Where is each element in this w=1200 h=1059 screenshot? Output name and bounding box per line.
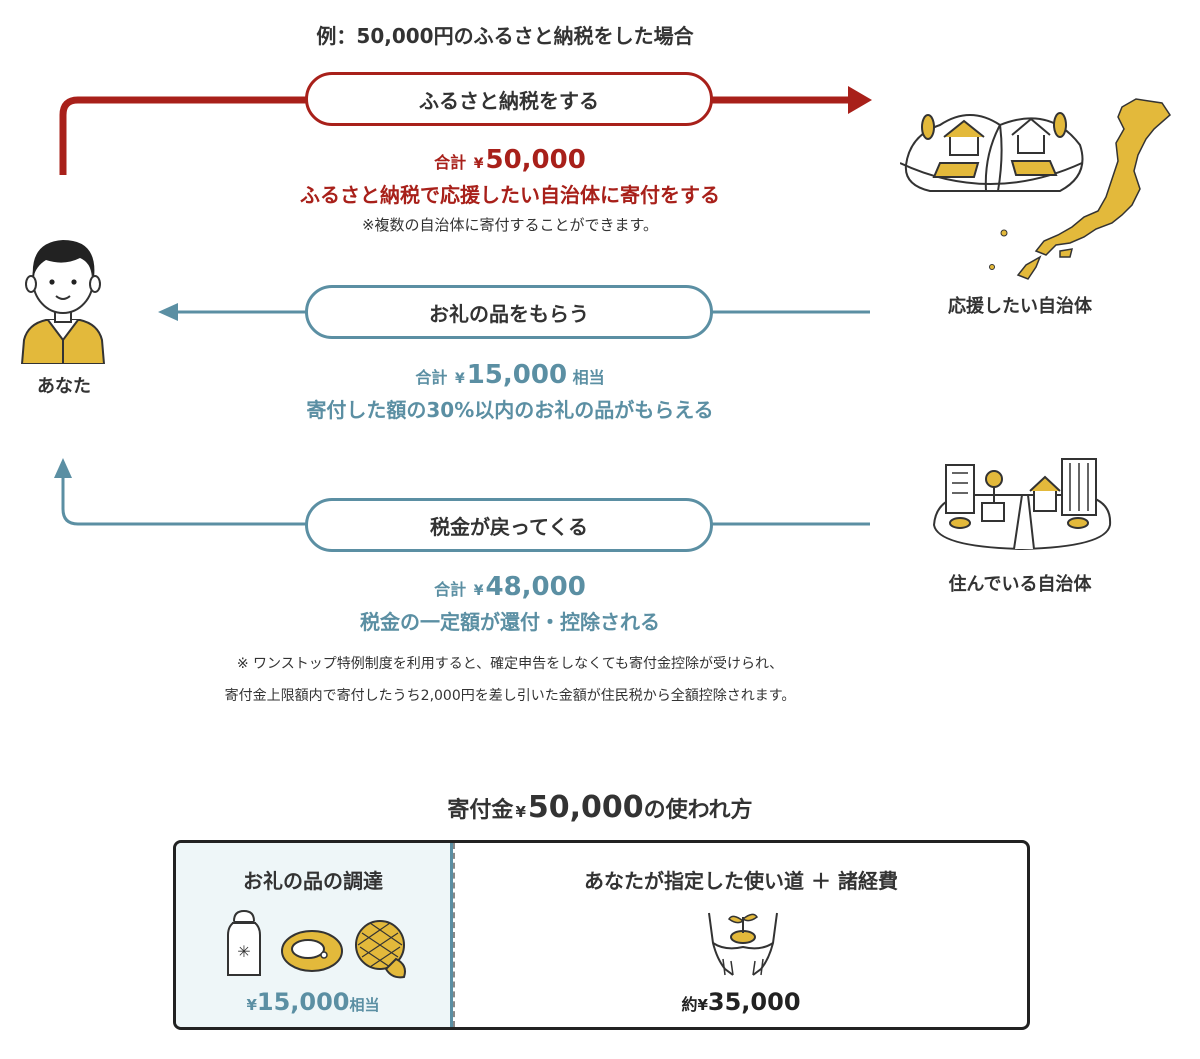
step-gift-amount: 合計 ¥15,000 相当 bbox=[200, 360, 820, 390]
step-donate-text: 合計 ¥50,000 ふるさと納税で応援したい自治体に寄付をする ※複数の自治体… bbox=[200, 145, 820, 235]
one-stop-note-line-1: ※ ワンストップ特例制度を利用すると、確定申告をしなくても寄付金控除が受けられ、 bbox=[236, 656, 784, 672]
home-municipality-label: 住んでいる自治体 bbox=[948, 574, 1092, 595]
one-stop-note: ※ ワンストップ特例制度を利用すると、確定申告をしなくても寄付金控除が受けられ、… bbox=[100, 648, 920, 712]
designated-use-value: 35,000 bbox=[707, 988, 801, 1016]
step-donate-amount: 合計 ¥50,000 bbox=[200, 145, 820, 175]
page-title: 例：50,000円のふるさと納税をした場合 bbox=[316, 24, 694, 48]
amount-value: 15,000 bbox=[466, 360, 568, 390]
step-tax-pill: 税金が戻ってくる bbox=[305, 498, 713, 552]
hands-sprout-icon bbox=[708, 912, 778, 976]
yen-sign: ¥ bbox=[515, 803, 526, 821]
amount-suffix: 相当 bbox=[572, 368, 605, 387]
gift-procurement-value: 15,000 bbox=[256, 988, 350, 1016]
total-label: 合計 bbox=[415, 368, 448, 387]
support-municipality-label: 応援したい自治体 bbox=[948, 296, 1092, 317]
gift-procurement-part: お礼の品の調達 ✳ ¥15,000相当 bbox=[176, 843, 453, 1027]
you-label: あなた bbox=[37, 376, 91, 397]
gift-procurement-amount: ¥15,000相当 bbox=[176, 988, 450, 1016]
step-gift-text: 合計 ¥15,000 相当 寄付した額の30%以内のお礼の品がもらえる bbox=[200, 360, 820, 423]
step-tax-desc: 税金の一定額が還付・控除される bbox=[360, 610, 660, 634]
amount-value: 50,000 bbox=[485, 145, 586, 175]
person-icon bbox=[20, 240, 106, 364]
total-label: 合計 bbox=[434, 580, 467, 599]
usage-title: 寄付金¥50,000の使われ方 bbox=[0, 790, 1200, 825]
usage-title-suffix: の使われ方 bbox=[643, 798, 753, 823]
gift-procurement-head: お礼の品の調達 bbox=[243, 869, 383, 893]
designated-use-part: あなたが指定した使い道 ＋ 諸経費 約¥35,000 bbox=[453, 843, 1027, 1027]
tax-arrow-line bbox=[61, 478, 870, 526]
step-gift-pill: お礼の品をもらう bbox=[305, 285, 713, 339]
usage-amount: 50,000 bbox=[527, 790, 644, 825]
gift-arrowhead bbox=[158, 303, 178, 321]
meat-icon bbox=[281, 930, 343, 972]
home-municipality-illustration bbox=[932, 458, 1112, 551]
usage-title-prefix: 寄付金 bbox=[447, 798, 514, 823]
step-tax-amount: 合計 ¥48,000 bbox=[200, 572, 820, 602]
yen-sign: ¥ bbox=[454, 371, 465, 387]
one-stop-note-line-2: 寄付金上限額内で寄付したうち2,000円を差し引いた金額が住民税から全額控除され… bbox=[224, 688, 796, 704]
yen-sign: ¥ bbox=[697, 996, 708, 1014]
step-donate-desc: ふるさと納税で応援したい自治体に寄付をする bbox=[300, 183, 720, 207]
approx-label: 約 bbox=[681, 995, 698, 1014]
donate-arrow-line bbox=[59, 96, 850, 175]
tax-arrowhead bbox=[54, 458, 72, 478]
yen-sign: ¥ bbox=[246, 996, 257, 1014]
total-label: 合計 bbox=[434, 153, 467, 172]
donate-arrowhead bbox=[848, 86, 872, 114]
step-donate-note: ※複数の自治体に寄付することができます。 bbox=[361, 216, 659, 234]
melon-icon bbox=[355, 920, 406, 979]
usage-breakdown-box: お礼の品の調達 ✳ ¥15,000相当 あなたが指定した使い道 ＋ bbox=[173, 840, 1030, 1030]
step-gift-desc: 寄付した額の30%以内のお礼の品がもらえる bbox=[306, 398, 714, 422]
designated-use-amount: 約¥35,000 bbox=[455, 988, 1027, 1016]
support-municipality-illustration bbox=[900, 98, 1171, 280]
amount-suffix: 相当 bbox=[349, 996, 380, 1014]
amount-value: 48,000 bbox=[485, 572, 586, 602]
svg-text:✳: ✳ bbox=[237, 942, 250, 961]
step-donate-pill: ふるさと納税をする bbox=[305, 72, 713, 126]
step-tax-text: 合計 ¥48,000 税金の一定額が還付・控除される bbox=[200, 572, 820, 635]
gift-items-icons: ✳ bbox=[227, 909, 406, 979]
yen-sign: ¥ bbox=[473, 583, 484, 599]
designated-use-head: あなたが指定した使い道 ＋ 諸経費 bbox=[584, 869, 898, 893]
yen-sign: ¥ bbox=[473, 156, 484, 172]
